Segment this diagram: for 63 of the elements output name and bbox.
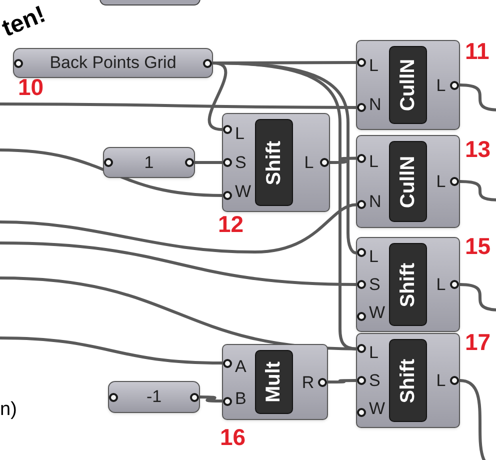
component-block — [222, 113, 330, 212]
callout-number: 12 — [218, 213, 244, 236]
output-port-label: L — [436, 76, 446, 94]
pill-label: 1 — [144, 152, 154, 174]
input-port-label: W — [235, 183, 252, 200]
wire — [330, 156, 356, 164]
callout-number: 17 — [465, 331, 491, 354]
wire — [460, 84, 496, 112]
callout-number: 16 — [220, 426, 246, 449]
wire — [460, 283, 496, 312]
wire — [208, 62, 228, 131]
input-port-label: N — [369, 193, 382, 210]
input-port-label: S — [369, 276, 382, 293]
wire — [0, 148, 222, 197]
component-block — [356, 237, 460, 332]
component-name: Shift — [264, 140, 284, 185]
pill-label: -1 — [146, 386, 162, 408]
output-port-label: L — [436, 173, 446, 190]
input-port-label: B — [235, 390, 248, 406]
component-block — [356, 40, 460, 130]
component-name: CullN — [398, 58, 418, 112]
input-port-label: A — [235, 358, 248, 374]
wire — [0, 102, 356, 109]
note-text: ten! — [0, 2, 49, 42]
input-port-label: L — [369, 248, 380, 266]
wire — [200, 396, 222, 402]
component-name: Shift — [398, 358, 418, 403]
callout-number: 10 — [18, 76, 44, 99]
input-port-label: L — [369, 152, 380, 170]
input-port-label: S — [369, 372, 382, 389]
wire — [460, 180, 496, 202]
input-port-label: W — [369, 400, 386, 417]
input-port-label: L — [369, 57, 380, 74]
wire — [0, 276, 356, 350]
output-port-label: L — [436, 372, 446, 389]
note-text: n) — [0, 400, 17, 419]
callout-number: 15 — [465, 235, 491, 258]
wire — [195, 161, 222, 164]
output-port-label: R — [302, 374, 314, 390]
wire — [0, 242, 356, 286]
wire — [212, 62, 356, 350]
component-name: Mult — [264, 361, 284, 403]
wire — [0, 336, 222, 364]
input-port-label: W — [369, 304, 386, 321]
component-name: CullN — [398, 155, 418, 208]
component-block — [356, 135, 460, 228]
callout-number: 11 — [465, 40, 490, 63]
output-port-label: L — [304, 154, 314, 171]
value-pill — [108, 381, 200, 413]
callout-number: 13 — [465, 138, 491, 161]
wire — [328, 379, 356, 384]
wire — [0, 203, 356, 254]
component-block — [222, 344, 328, 420]
input-port-label: S — [235, 154, 248, 171]
input-port-label: L — [235, 125, 246, 142]
output-port-label: L — [436, 276, 446, 293]
input-port-label: N — [369, 96, 382, 113]
value-pill — [13, 48, 213, 78]
input-port-label: L — [369, 344, 380, 362]
value-pill — [103, 147, 195, 178]
pill-label: Back Points Grid — [50, 52, 176, 74]
component-block — [356, 333, 460, 428]
component-name: Shift — [398, 262, 418, 307]
